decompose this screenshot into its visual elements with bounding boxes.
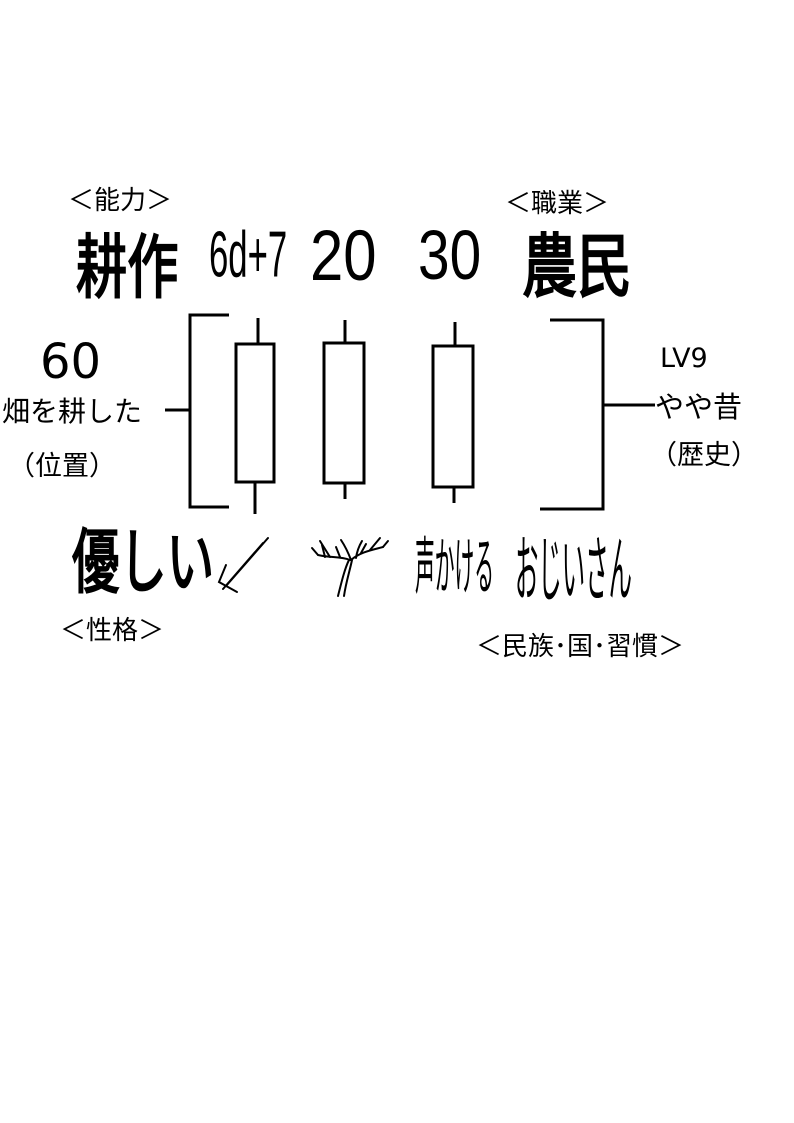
occupation-label: 農民 — [522, 227, 633, 306]
position-header: （位置） — [8, 451, 116, 482]
occupation-header: ＜職業＞ — [505, 189, 610, 219]
personality-label: 優しい — [72, 522, 215, 602]
culture-header: ＜民族･国･習慣＞ — [476, 632, 685, 662]
grandpa-label: おじいさん — [515, 530, 632, 611]
hoe-icon — [217, 537, 269, 593]
candle-3 — [431, 322, 475, 503]
voice-label: 声かける — [415, 533, 495, 603]
tree-icon — [311, 537, 389, 597]
ability-header: ＜能力＞ — [68, 186, 173, 216]
history-header: （歴史） — [650, 440, 758, 471]
position-text: 畑を耕した — [2, 395, 143, 428]
stat-2: 20 — [310, 215, 377, 296]
ability-label: 耕作 — [76, 228, 179, 307]
stat-1: 6d+7 — [209, 217, 288, 291]
left-bracket — [188, 313, 229, 509]
stat-3: 30 — [418, 215, 482, 294]
level-label: LV9 — [660, 343, 708, 374]
candle-2 — [322, 320, 366, 499]
right-bracket — [540, 318, 605, 511]
position-value: 60 — [40, 334, 102, 390]
era-label: やや昔 — [655, 390, 743, 424]
candle-1 — [234, 318, 276, 514]
personality-header: ＜性格＞ — [60, 616, 165, 646]
